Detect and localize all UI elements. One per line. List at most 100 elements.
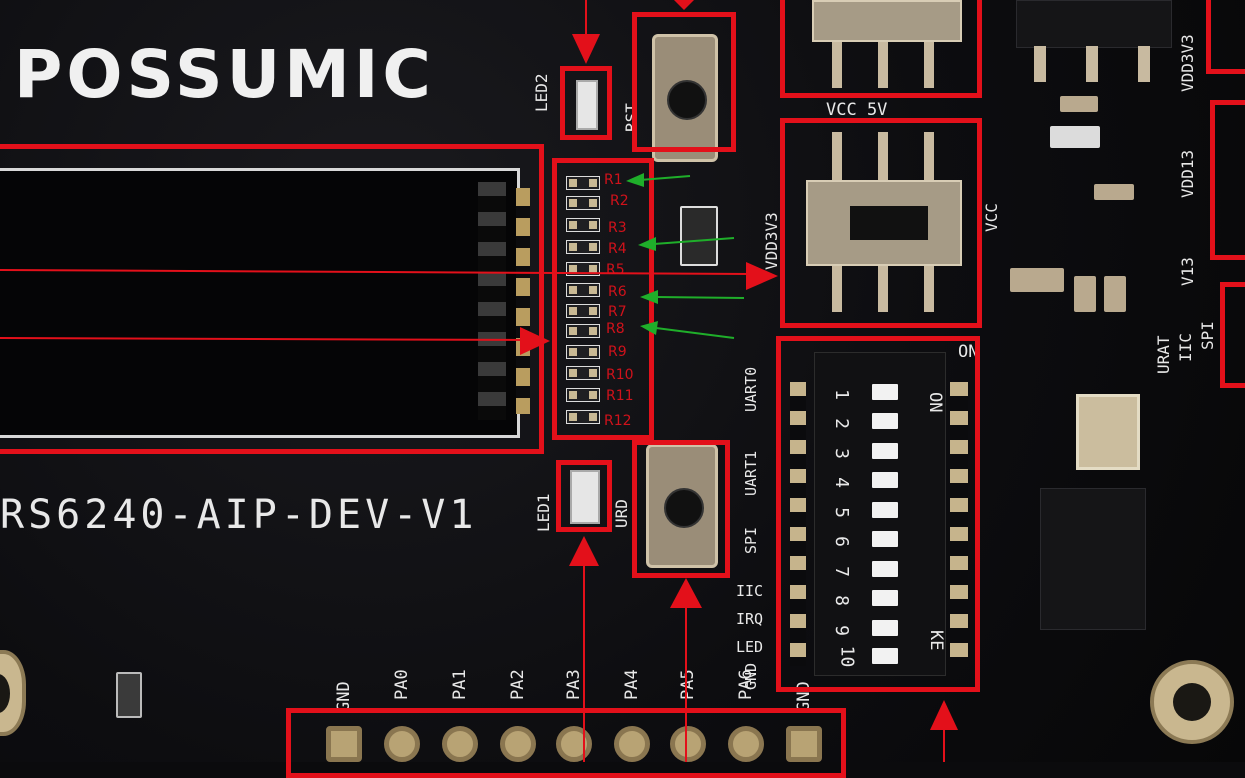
- dip-toggle-7[interactable]: [872, 561, 898, 577]
- header-pin-pa5: [670, 726, 706, 762]
- green-arrowhead: [638, 237, 656, 251]
- smd-component: [116, 672, 142, 718]
- smd-component: [1094, 184, 1134, 200]
- red-arrow-line: [0, 269, 753, 275]
- annotation-box-right-low: [1220, 282, 1245, 388]
- vcc-5v-label: VCC 5V: [826, 100, 888, 120]
- dip-toggle-1[interactable]: [872, 384, 898, 400]
- header-pin-pa2: [500, 726, 536, 762]
- connector-pins: [478, 182, 506, 420]
- header-pin-gnd: [326, 726, 362, 762]
- red-arrowhead: [572, 34, 600, 64]
- red-arrowhead: [674, 0, 694, 10]
- resistor-label-r1: R1: [604, 172, 623, 188]
- red-arrow-line: [0, 337, 527, 341]
- smd-component: [1074, 276, 1096, 312]
- green-arrow-line: [639, 175, 691, 181]
- resistor: [566, 304, 600, 318]
- smd-component: [1104, 276, 1126, 312]
- switch-lead: [832, 132, 842, 180]
- connector-gold-pads: [516, 188, 530, 414]
- switch-lead: [924, 132, 934, 180]
- switch-slider: [850, 206, 928, 240]
- switch-lead: [832, 266, 842, 312]
- crystal: [1076, 394, 1140, 470]
- resistor-label-r11: R11: [606, 388, 634, 404]
- dip-toggle-10[interactable]: [872, 648, 898, 664]
- green-arrow-line: [653, 237, 735, 245]
- display-connector: [0, 168, 520, 438]
- green-arrow-line: [655, 327, 735, 339]
- dip-toggle-9[interactable]: [872, 620, 898, 636]
- led1-component: [570, 470, 600, 524]
- annotation-box-vcc-5v-switch: [780, 0, 982, 98]
- red-arrowhead: [746, 262, 778, 290]
- red-arrowhead: [670, 578, 702, 608]
- resistor-label-r6: R6: [608, 284, 627, 300]
- resistor: [566, 218, 600, 232]
- led2-component: [576, 80, 598, 130]
- dip-toggle-6[interactable]: [872, 531, 898, 547]
- switch-lead: [924, 266, 934, 312]
- board-name: RS6240-AIP-DEV-V1: [0, 492, 478, 538]
- dip-toggle-4[interactable]: [872, 472, 898, 488]
- annotation-box-power-switch: [780, 118, 982, 328]
- dip-toggle-5[interactable]: [872, 502, 898, 518]
- smd-component: [1060, 96, 1098, 112]
- power-select-slide-switch[interactable]: [806, 180, 962, 266]
- ic-chip: [1040, 488, 1146, 630]
- regulator-lead: [1086, 46, 1098, 82]
- annotation-arrows: [0, 0, 958, 762]
- brand-logo: POSSUMIC: [14, 36, 435, 113]
- annotation-box-connector: [0, 144, 544, 454]
- irq-label: IRQ: [736, 610, 764, 628]
- dip-toggle-3[interactable]: [872, 443, 898, 459]
- resistor-label-r9: R9: [608, 344, 627, 360]
- annotation-box-led2: [560, 66, 612, 140]
- resistor-label-r12: R12: [604, 413, 632, 429]
- resistor: [566, 345, 600, 359]
- regulator-lead: [1034, 46, 1046, 82]
- resistor: [566, 240, 600, 254]
- annotation-box-reset-button: [632, 12, 736, 152]
- green-arrowhead: [640, 290, 658, 304]
- resistor: [566, 410, 600, 424]
- annotation-box-right-top: [1206, 0, 1245, 74]
- red-arrowhead: [520, 327, 550, 355]
- green-arrow-line: [655, 296, 745, 299]
- dip-toggle-2[interactable]: [872, 413, 898, 429]
- resistor-label-r10: R10: [606, 367, 634, 383]
- iic-label: IIC: [736, 582, 764, 600]
- resistor: [566, 176, 600, 190]
- dip-left-pads: [790, 382, 806, 666]
- vcc-5v-slide-switch[interactable]: [812, 0, 962, 42]
- smd-component: [1010, 268, 1064, 292]
- smd-component: [680, 206, 718, 266]
- resistor-label-r8: R8: [606, 321, 625, 337]
- resistor: [566, 324, 600, 338]
- resistor-label-r4: R4: [608, 241, 627, 257]
- switch-lead: [878, 132, 888, 180]
- on-label: ON: [958, 342, 979, 362]
- resistor: [566, 388, 600, 402]
- green-arrowhead: [626, 173, 644, 187]
- green-arrowhead: [640, 321, 658, 335]
- switch-lead: [878, 266, 888, 312]
- annotation-box-dip-switch: [776, 336, 980, 692]
- annotation-box-urd-button: [632, 440, 730, 578]
- dip-toggle-8[interactable]: [872, 590, 898, 606]
- resistor: [566, 283, 600, 297]
- header-pin-pa4: [614, 726, 650, 762]
- reset-button-knob: [667, 80, 707, 120]
- annotation-box-led1: [556, 460, 612, 532]
- switch-lead: [832, 42, 842, 88]
- reset-button[interactable]: [652, 34, 718, 162]
- dip-right-pads: [950, 382, 968, 666]
- red-arrowhead: [569, 536, 599, 566]
- urd-button[interactable]: [646, 444, 718, 568]
- urd-button-knob: [664, 488, 704, 528]
- header-pin-gnd-2: [786, 726, 822, 762]
- annotation-box-right-mid: [1210, 100, 1245, 260]
- resistor-label-r2: R2: [610, 193, 629, 209]
